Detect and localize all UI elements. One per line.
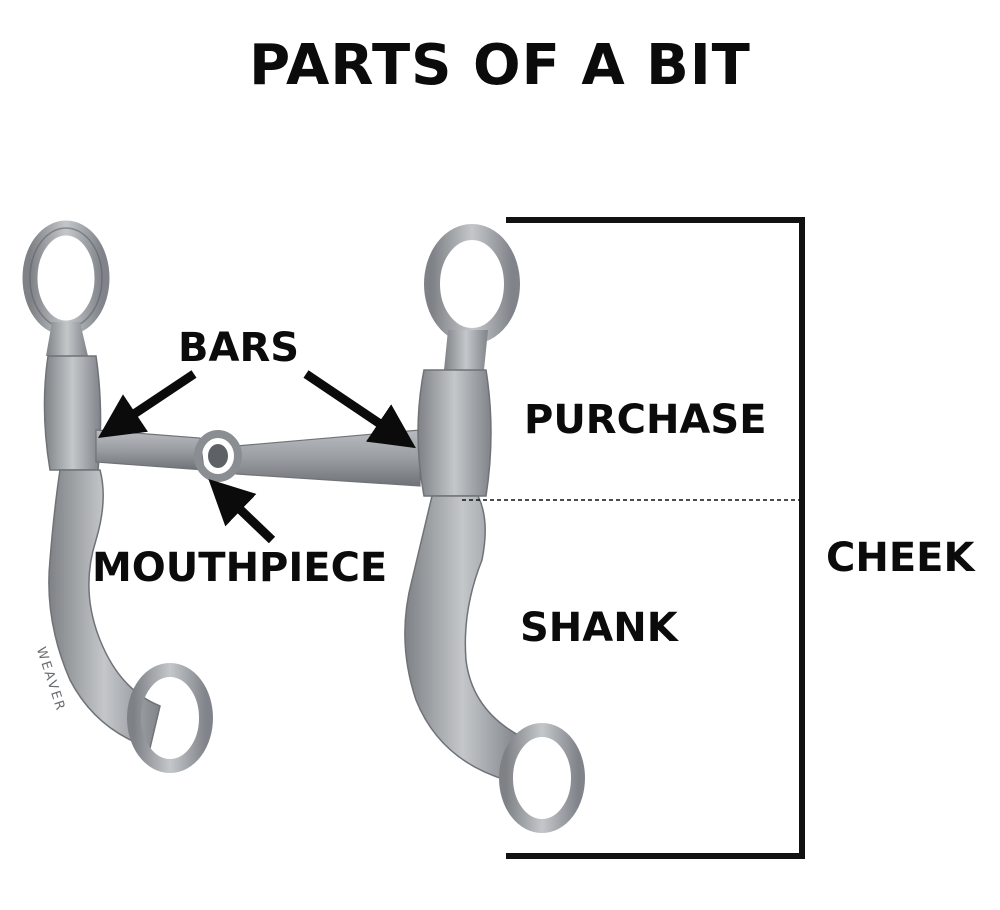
right-cheek-barrel [417,369,492,497]
left-top-ring [22,220,110,356]
shank-label: SHANK [520,605,678,651]
bars-label: BARS [178,325,300,371]
mouthpiece-label: MOUTHPIECE [92,545,388,591]
page-title: PARTS OF A BIT [249,33,751,98]
purchase-label: PURCHASE [524,397,767,443]
cheek-bracket [506,217,805,859]
left-bar [95,429,205,471]
left-cheek-barrel [43,355,102,471]
left-bottom-ring [127,663,213,773]
right-bottom-ring [499,723,585,833]
right-bar [235,429,421,487]
right-top-ring [424,224,520,370]
bars-arrow-left [98,370,197,438]
mouthpiece-arrow [208,479,276,544]
right-shank [404,495,521,781]
mouthpiece-joint [194,430,242,482]
cheek-label: CHEEK [826,535,975,581]
bars-arrow-right [303,370,416,449]
